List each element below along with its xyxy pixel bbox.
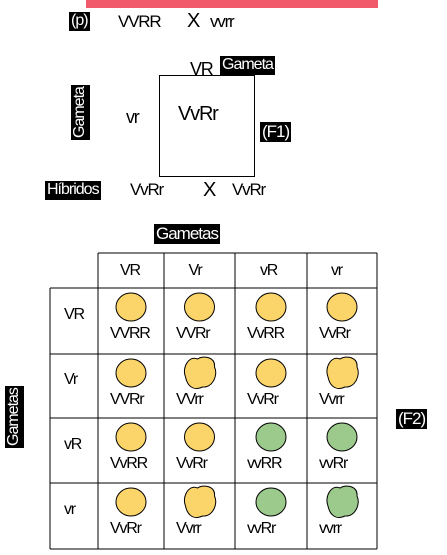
f2-row-header: Vr [64, 371, 78, 388]
f2-cell-genotype: VvRr [176, 455, 208, 472]
top-accent-bar [86, 0, 378, 8]
parental-right-genotype: vvrr [210, 12, 235, 31]
f2-column-header: vr [331, 262, 343, 279]
f2-cell-genotype: Vvrr [176, 520, 202, 537]
f2-row-header: vr [64, 501, 76, 518]
f2-cell-genotype: VVRR [110, 325, 151, 342]
round-pea [115, 358, 147, 388]
f2-cell-genotype: vvRR [247, 455, 283, 472]
round-pea [255, 358, 287, 388]
f1-gamete-left: vr [126, 107, 140, 127]
round-pea [255, 292, 287, 322]
round-pea [255, 487, 287, 517]
f1-gamete-top: VR [190, 59, 214, 79]
f2-row-header: vR [64, 435, 82, 453]
f2-cell-genotype: VVRr [176, 325, 211, 342]
f2-column-header: vR [260, 262, 278, 279]
f2-cell-genotype: VvRR [247, 325, 285, 342]
hybrids-right-genotype: VvRr [232, 180, 266, 199]
round-pea [184, 422, 215, 452]
round-pea [255, 422, 287, 452]
wrinkled-pea [326, 485, 359, 519]
f2-cell-genotype: VvRr [110, 520, 142, 537]
hybrids-cross-sign: X [203, 179, 216, 201]
round-pea [184, 292, 215, 322]
f2-column-header: VR [120, 262, 141, 279]
f2-cell-genotype: VvRr [247, 391, 279, 408]
f1-result-genotype: VvRr [178, 103, 219, 125]
hybrids-left-genotype: VvRr [130, 180, 164, 199]
f1-generation-tag: (F1) [260, 122, 292, 142]
f2-cell-genotype: VvRr [319, 325, 351, 342]
f2-cell-genotype: vvRr [247, 520, 276, 537]
f2-cell-genotype: vvrr [319, 520, 342, 537]
f2-cell-genotype: VvRR [110, 455, 148, 472]
f1-gamete-top-tag: Gameta [220, 56, 275, 75]
parental-cross-sign: X [187, 10, 200, 32]
round-pea [115, 422, 147, 452]
f2-cell-genotype: vvRr [319, 455, 348, 472]
f2-column-header: Vr [188, 262, 203, 279]
round-pea [326, 422, 358, 452]
f2-top-gametas-tag: Gametas [154, 224, 220, 244]
f1-punnett-square [159, 75, 255, 177]
round-pea [115, 292, 147, 322]
round-pea [115, 487, 147, 517]
f2-generation-tag: (F2) [396, 409, 428, 429]
f2-cell-genotype: Vvrr [319, 391, 345, 408]
wrinkled-pea [184, 356, 217, 390]
f2-cell-genotype: VVrr [176, 391, 204, 408]
round-pea [326, 292, 358, 322]
wrinkled-pea [326, 356, 359, 390]
hybrids-tag: Híbridos [45, 181, 101, 200]
f2-cell-genotype: VVRr [110, 391, 145, 408]
f2-row-header: VR [64, 306, 85, 323]
parental-left-genotype: VVRR [118, 12, 162, 31]
parental-label: (p) [69, 12, 90, 31]
wrinkled-pea [184, 485, 217, 519]
